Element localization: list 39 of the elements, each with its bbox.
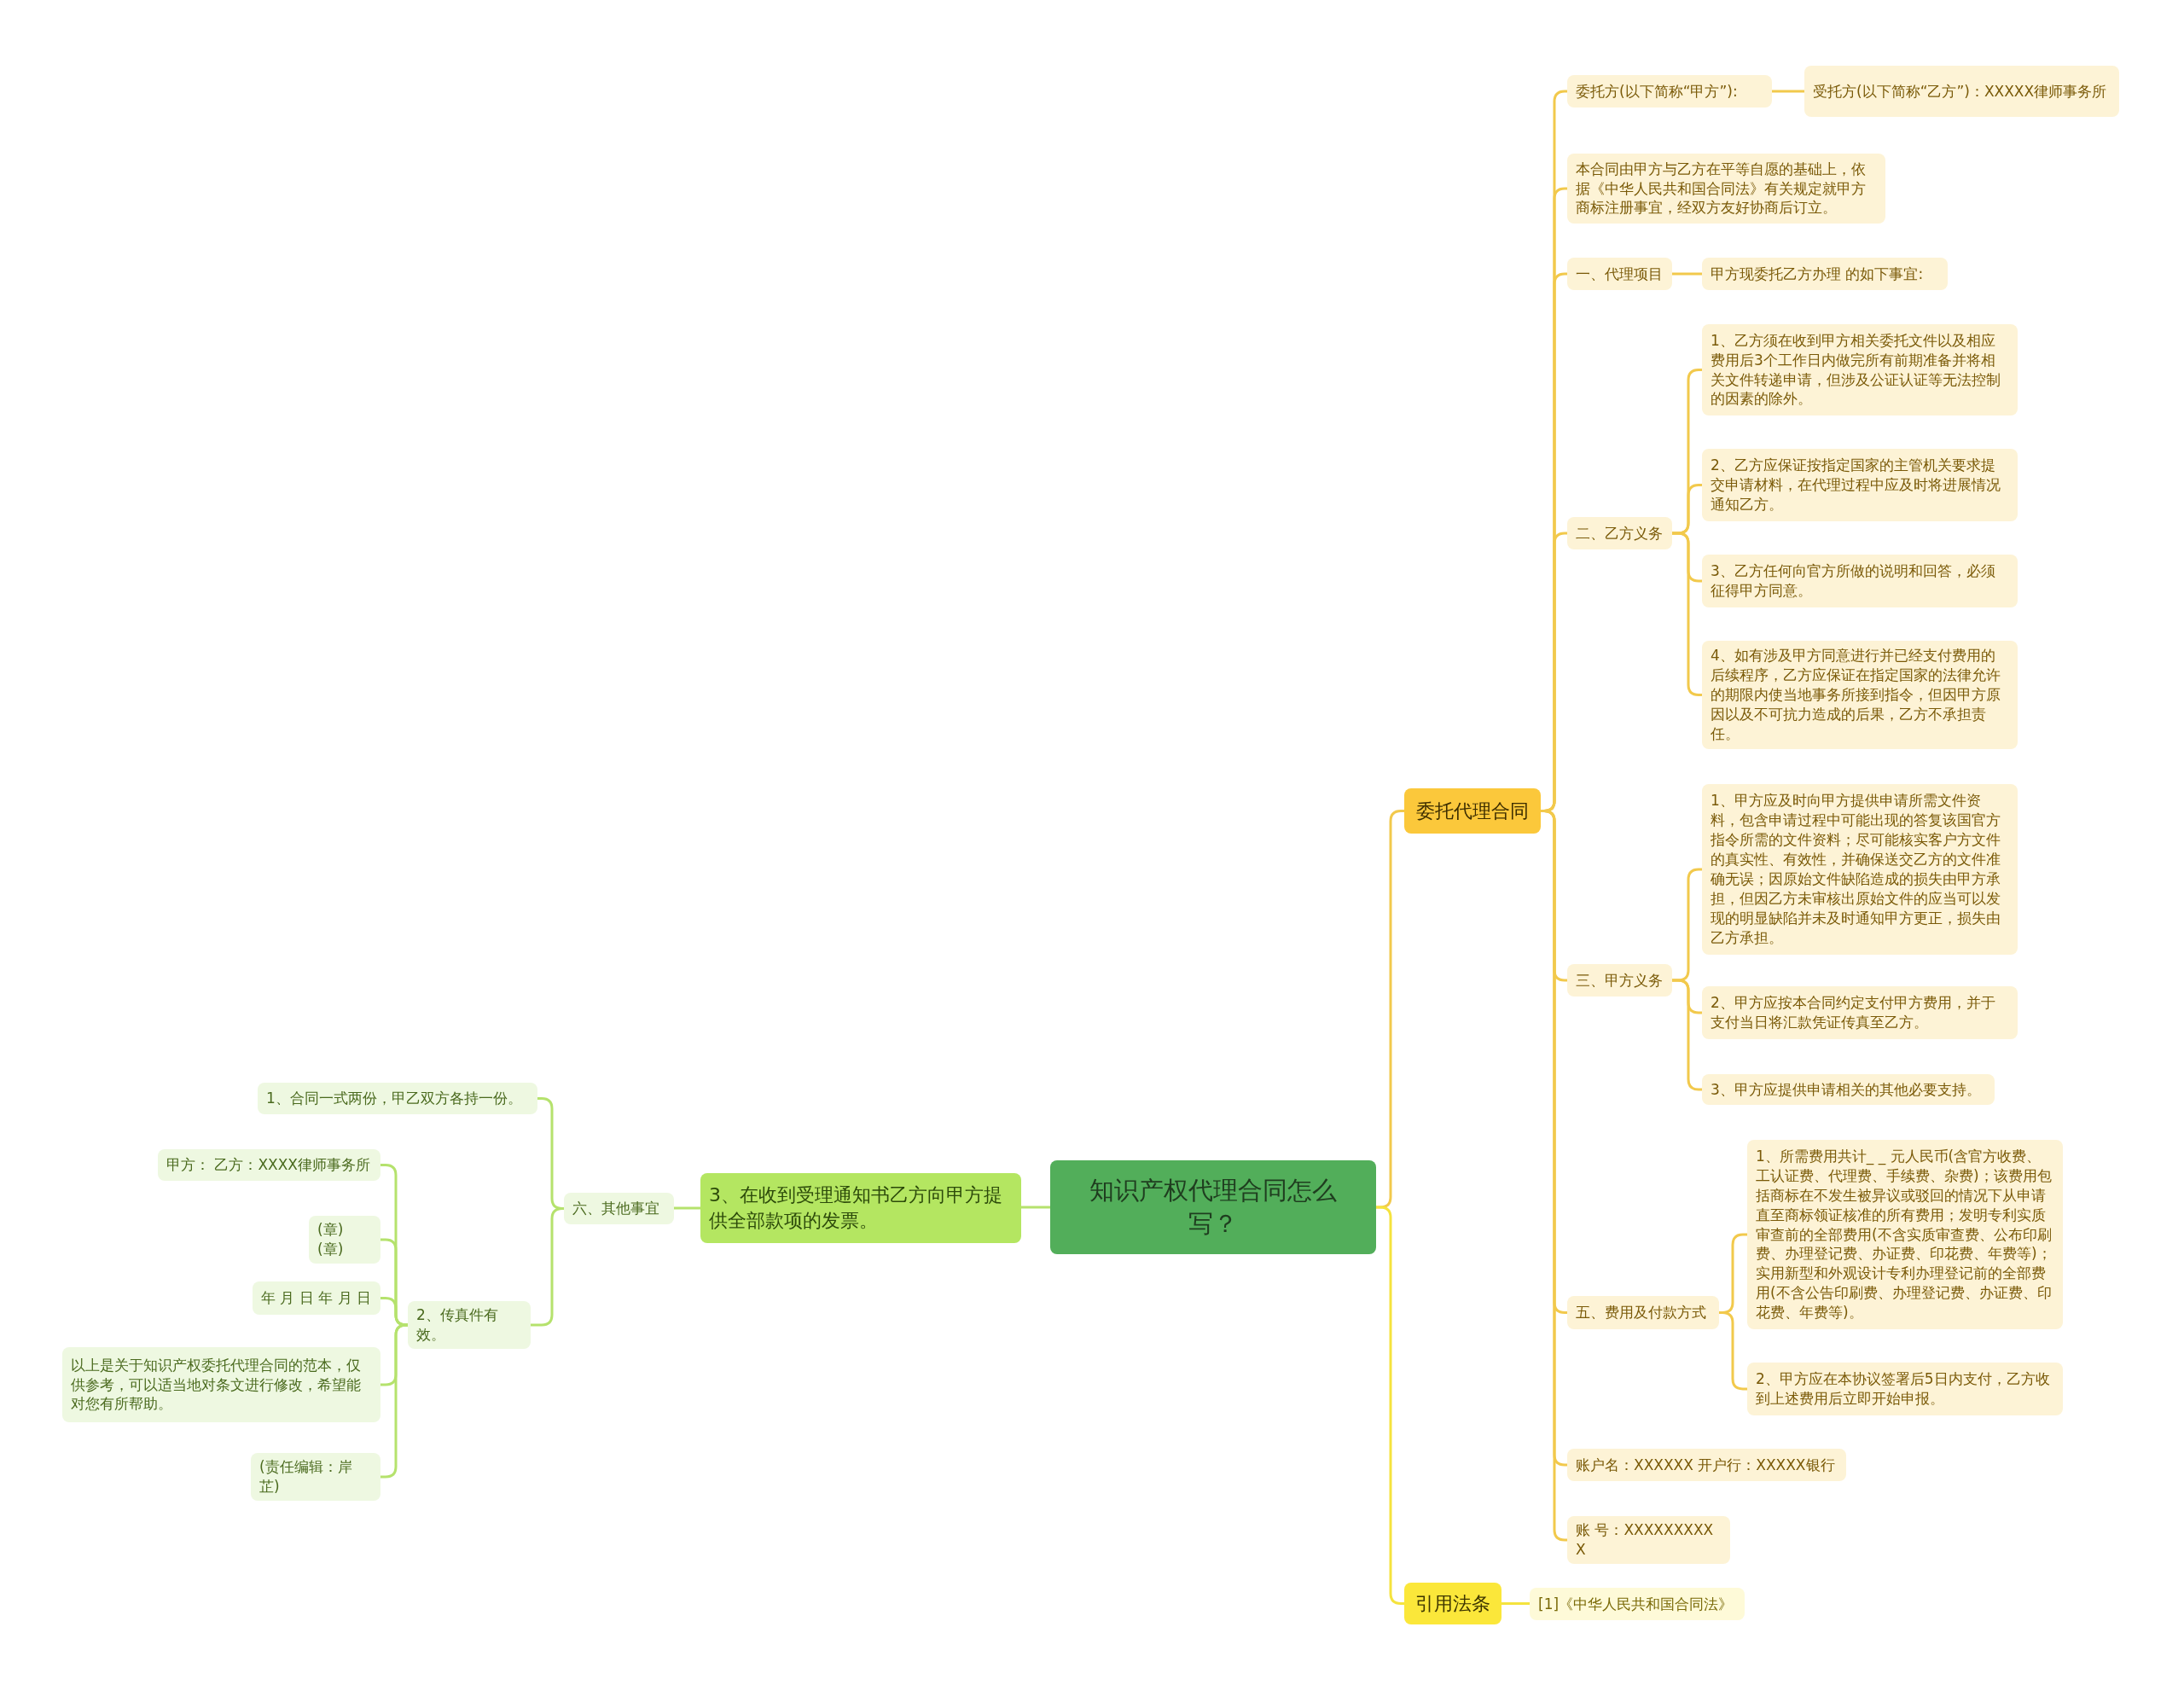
subtopic-box: 1、甲方应及时向甲方提供申请所需文件资料，包含申请过程中可能出现的答复该国官方指令所需的文件资料；尽可能核实客户方文件的真实性、有效性，并确保送交乙方的文件准确无误；因原始文件缺陷造成的损失由甲方承担，但因乙方未审核出原始文件的应当可以发现的明显缺陷并未及时通知甲方更正，损失由乙方承担。 (1702, 784, 2018, 955)
subtopic-box: 2、甲方应在本协议签署后5日内支付，乙方收到上述费用后立即开始申报。 (1747, 1363, 2063, 1415)
connector-line (531, 1207, 565, 1327)
subtopic-box: 委托方(以下简称“甲方”): (1567, 75, 1772, 108)
subtopic-box: 甲方现委托乙方办理 的如下事宜: (1702, 258, 1948, 290)
subtopic-box: 账户名：XXXXXX 开户行：XXXXX银行 (1567, 1449, 1846, 1481)
subtopic-box: 2、乙方应保证按指定国家的主管机关要求提交申请材料，在代理过程中应及时将进展情况通知乙方。 (1702, 449, 2018, 521)
subtopic-box: 以上是关于知识产权委托代理合同的范本，仅供参考，可以适当地对条文进行修改，希望能对您有所帮助。 (62, 1347, 380, 1422)
subtopic-box: 3、甲方应提供申请相关的其他必要支持。 (1702, 1074, 1995, 1105)
subtopic-box: 3、乙方任何向官方所做的说明和回答，必须征得甲方同意。 (1702, 555, 2018, 607)
subtopic-box: 六、其他事宜 (564, 1193, 674, 1224)
subtopic-box: 1、乙方须在收到甲方相关委托文件以及相应费用后3个工作日内做完所有前期准备并将相关文件转递申请，但涉及公证认证等无法控制的因素的除外。 (1702, 324, 2018, 415)
branch-topic-box: 委托代理合同 (1404, 788, 1541, 834)
subtopic-box: (章) (章) (309, 1216, 380, 1264)
subtopic-box: 1、所需费用共计_ _ 元人民币(含官方收费、工认证费、代理费、手续费、杂费)；该费用包括商标在不发生被异议或驳回的情况下从申请直至商标领证核准的所有费用；发明专利实质审查前的全部费用(不含实质审查费、公布印刷费、办理登记费、办证费、印花费、年费等)；实用新型和外观设计专利办理登记前的全部费用(不含公告印刷费、办理登记费、办证费、印花费、年费等)。 (1747, 1140, 2063, 1329)
subtopic-box: 2、传真件有效。 (408, 1301, 531, 1349)
connector-line (380, 1297, 409, 1327)
subtopic-box: 受托方(以下简称“乙方”)：XXXXX律师事务所 (1804, 66, 2119, 117)
branch-topic-box: 引用法条 (1404, 1583, 1502, 1624)
subtopic-box: 五、费用及付款方式 (1567, 1296, 1719, 1329)
subtopic-box: [1]《中华人民共和国合同法》 (1530, 1588, 1745, 1620)
subtopic-box: 年 月 日 年 月 日 (253, 1281, 380, 1315)
subtopic-box: 1、合同一式两份，甲乙双方各持一份。 (258, 1083, 537, 1114)
connector-line (1672, 272, 1702, 276)
subtopic-box: 二、乙方义务 (1567, 517, 1672, 549)
subtopic-box: 本合同由甲方与乙方在平等自愿的基础上，依据《中华人民共和国合同法》有关规定就甲方商标注册事宜，经双方友好协商后订立。 (1567, 154, 1885, 224)
connector-line (674, 1206, 700, 1210)
connector-line (1772, 90, 1804, 93)
subtopic-box: 甲方： 乙方：XXXX律师事务所 (158, 1149, 380, 1181)
subtopic-box: 4、如有涉及甲方同意进行并已经支付费用的后续程序，乙方应保证在指定国家的法律允许的期限内使当地事务所接到指令，但因甲方原因以及不可抗力造成的后果，乙方不承担责任。 (1702, 641, 2018, 749)
connector-line (1021, 1206, 1050, 1209)
subtopic-box: 三、甲方义务 (1567, 964, 1672, 997)
subtopic-box: (责任编辑：岸芷) (251, 1453, 380, 1501)
root-topic-box: 知识产权代理合同怎么写？ (1050, 1160, 1376, 1254)
subtopic-box: 账 号：XXXXXXXXXX (1567, 1516, 1730, 1564)
branch-topic-box: 3、在收到受理通知书乙方向甲方提供全部款项的发票。 (700, 1173, 1021, 1243)
connector-line (1502, 1602, 1530, 1605)
subtopic-box: 一、代理项目 (1567, 258, 1672, 290)
subtopic-box: 2、甲方应按本合同约定支付甲方费用，并于支付当日将汇款凭证传真至乙方。 (1702, 986, 2018, 1039)
